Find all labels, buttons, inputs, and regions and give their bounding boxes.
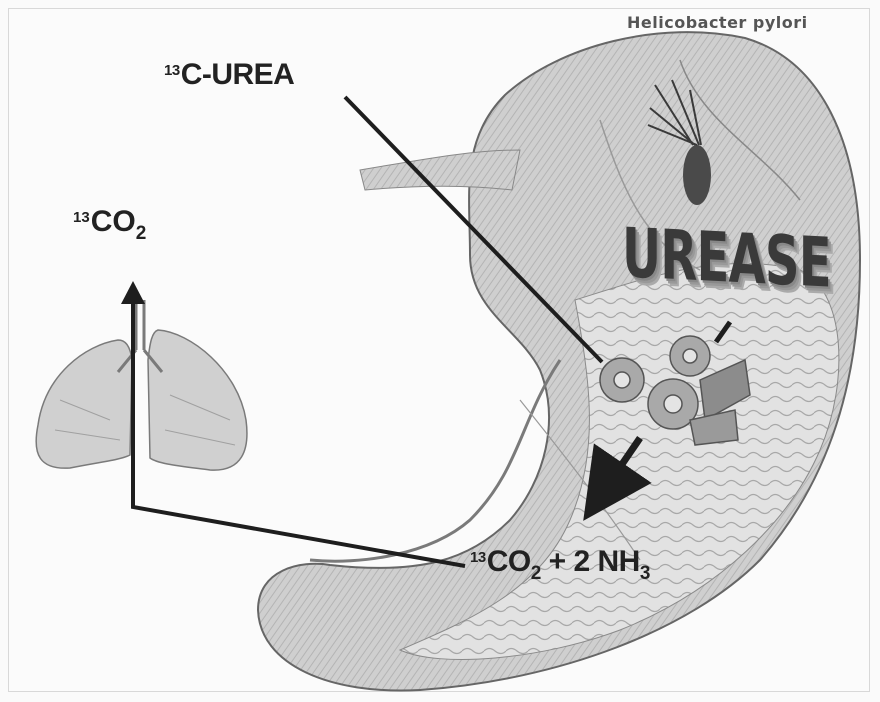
products-co-subscript: 2 [531,563,541,584]
products-isotope: 13 [470,549,486,566]
left-lung [36,340,132,468]
right-lung [148,330,247,470]
organism-label: Helicobacter pylori [627,13,808,32]
esophagus [360,150,520,190]
exhaled-co2-label: 13CO2 [73,205,146,239]
arrow-up-icon [121,281,145,304]
urease-label: UREASE [622,214,831,304]
products-nh-subscript: 3 [640,563,650,584]
exhaled-isotope: 13 [73,209,90,226]
urea-text: C-UREA [181,58,295,91]
products-co: CO [487,545,531,578]
lungs-icon [36,300,247,470]
products-label: 13CO2 + 2 NH3 [470,545,650,579]
exhaled-subscript: 2 [136,223,147,244]
urea-label: 13C-UREA [164,58,294,92]
stomach-illustration [258,32,860,690]
exhaled-base: CO [91,205,136,238]
urea-isotope: 13 [164,62,180,79]
products-plus: + 2 NH [541,545,640,578]
